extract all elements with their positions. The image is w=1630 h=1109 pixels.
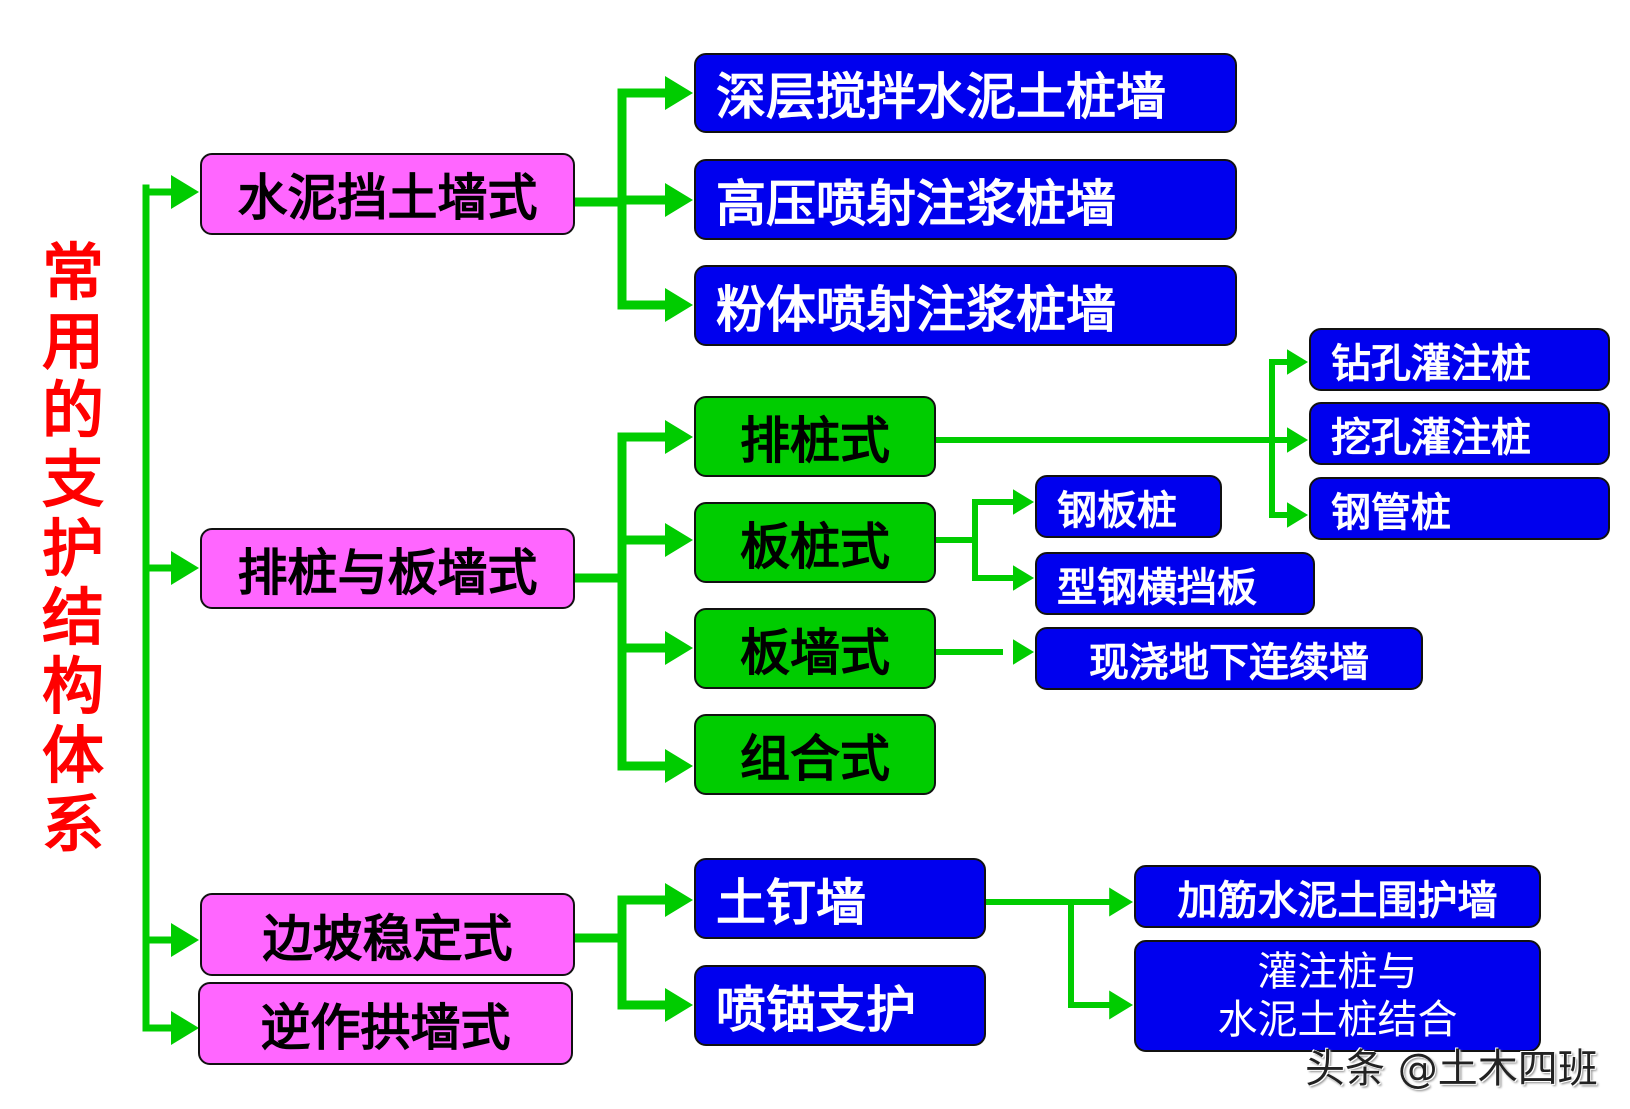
arrow-head-icon bbox=[171, 175, 199, 209]
node-label: 钢板桩 bbox=[1057, 487, 1177, 534]
node-label: 挖孔灌注桩 bbox=[1331, 414, 1531, 461]
node-label: 喷锚支护 bbox=[716, 980, 916, 1039]
node-label-line2: 水泥土桩结合 bbox=[1217, 997, 1458, 1043]
arrow-head-icon bbox=[1287, 502, 1308, 528]
node-reverse-arch-wall[interactable]: 逆作拱墙式 bbox=[198, 982, 573, 1065]
node-dug-cast-pile[interactable]: 挖孔灌注桩 bbox=[1309, 402, 1610, 465]
node-label: 高压喷射注浆桩墙 bbox=[716, 174, 1116, 233]
node-label: 水泥挡土墙式 bbox=[237, 169, 538, 227]
node-label: 排桩与板墙式 bbox=[237, 543, 538, 602]
node-label: 钢管桩 bbox=[1331, 489, 1451, 536]
node-combined[interactable]: 组合式 bbox=[694, 714, 936, 795]
node-label: 粉体喷射注浆桩墙 bbox=[716, 280, 1116, 339]
watermark: 头条 @土木四班 bbox=[1305, 1046, 1598, 1092]
arrow-head-icon bbox=[665, 420, 693, 454]
arrow-head-icon bbox=[665, 749, 693, 783]
arrow-head-icon bbox=[665, 183, 693, 217]
arrow-head-icon bbox=[1013, 639, 1034, 665]
node-diaphragm-wall[interactable]: 现浇地下连续墙 bbox=[1035, 627, 1423, 690]
node-label: 板墙式 bbox=[740, 623, 890, 682]
arrow-head-icon bbox=[171, 551, 199, 585]
node-slope-stability[interactable]: 边坡稳定式 bbox=[200, 893, 575, 976]
arrow-head-icon bbox=[171, 923, 199, 957]
node-label: 排桩式 bbox=[740, 411, 890, 470]
node-cement-retaining-wall[interactable]: 水泥挡土墙式 bbox=[200, 153, 575, 235]
arrow-head-icon bbox=[1013, 489, 1034, 515]
node-label: 土钉墙 bbox=[716, 873, 866, 932]
node-reinforced-cement-soil-wall[interactable]: 加筋水泥土围护墙 bbox=[1134, 865, 1541, 928]
node-steel-sheet-pile[interactable]: 钢板桩 bbox=[1035, 475, 1222, 538]
node-soil-nail-wall[interactable]: 土钉墙 bbox=[694, 858, 986, 939]
node-label: 钻孔灌注桩 bbox=[1331, 340, 1531, 387]
node-high-pressure-jet-pile-wall[interactable]: 高压喷射注浆桩墙 bbox=[694, 159, 1237, 240]
arrow-head-icon bbox=[665, 523, 693, 557]
arrow-head-icon bbox=[665, 883, 693, 917]
node-shotcrete-anchor[interactable]: 喷锚支护 bbox=[694, 965, 986, 1046]
node-cast-pile-with-cement-pile[interactable]: 灌注桩与 水泥土桩结合 bbox=[1134, 940, 1541, 1052]
node-label-line1: 灌注桩与 bbox=[1257, 949, 1418, 995]
node-label: 组合式 bbox=[740, 729, 890, 788]
node-label: 边坡稳定式 bbox=[262, 909, 513, 968]
node-steel-pipe-pile[interactable]: 钢管桩 bbox=[1309, 477, 1610, 540]
node-deep-mixing-pile-wall[interactable]: 深层搅拌水泥土桩墙 bbox=[694, 53, 1237, 133]
arrow-head-icon bbox=[1287, 427, 1308, 453]
node-label: 加筋水泥土围护墙 bbox=[1177, 877, 1498, 924]
node-steel-lagging[interactable]: 型钢横挡板 bbox=[1035, 552, 1315, 615]
node-label: 深层搅拌水泥土桩墙 bbox=[716, 68, 1166, 126]
arrow-head-icon bbox=[665, 76, 693, 110]
node-bored-cast-pile[interactable]: 钻孔灌注桩 bbox=[1309, 328, 1610, 391]
node-label: 现浇地下连续墙 bbox=[1089, 639, 1369, 686]
node-label: 型钢横挡板 bbox=[1057, 564, 1257, 611]
arrow-head-icon bbox=[665, 988, 693, 1022]
node-label: 板桩式 bbox=[740, 517, 890, 576]
node-sheet-pile[interactable]: 板桩式 bbox=[694, 502, 936, 583]
node-pile-and-slab-wall[interactable]: 排桩与板墙式 bbox=[200, 528, 575, 609]
arrow-head-icon bbox=[1287, 349, 1308, 375]
node-label: 逆作拱墙式 bbox=[260, 998, 511, 1057]
arrow-head-icon bbox=[1109, 990, 1133, 1020]
node-row-pile[interactable]: 排桩式 bbox=[694, 396, 936, 477]
node-powder-jet-pile-wall[interactable]: 粉体喷射注浆桩墙 bbox=[694, 265, 1237, 346]
arrow-head-icon bbox=[665, 631, 693, 665]
node-slab-wall[interactable]: 板墙式 bbox=[694, 608, 936, 689]
diagram-title: 常用的支护结构体系 bbox=[41, 236, 104, 861]
arrow-head-icon bbox=[665, 288, 693, 322]
arrow-head-icon bbox=[1109, 887, 1133, 917]
arrow-head-icon bbox=[171, 1011, 199, 1045]
arrow-head-icon bbox=[1013, 565, 1034, 591]
